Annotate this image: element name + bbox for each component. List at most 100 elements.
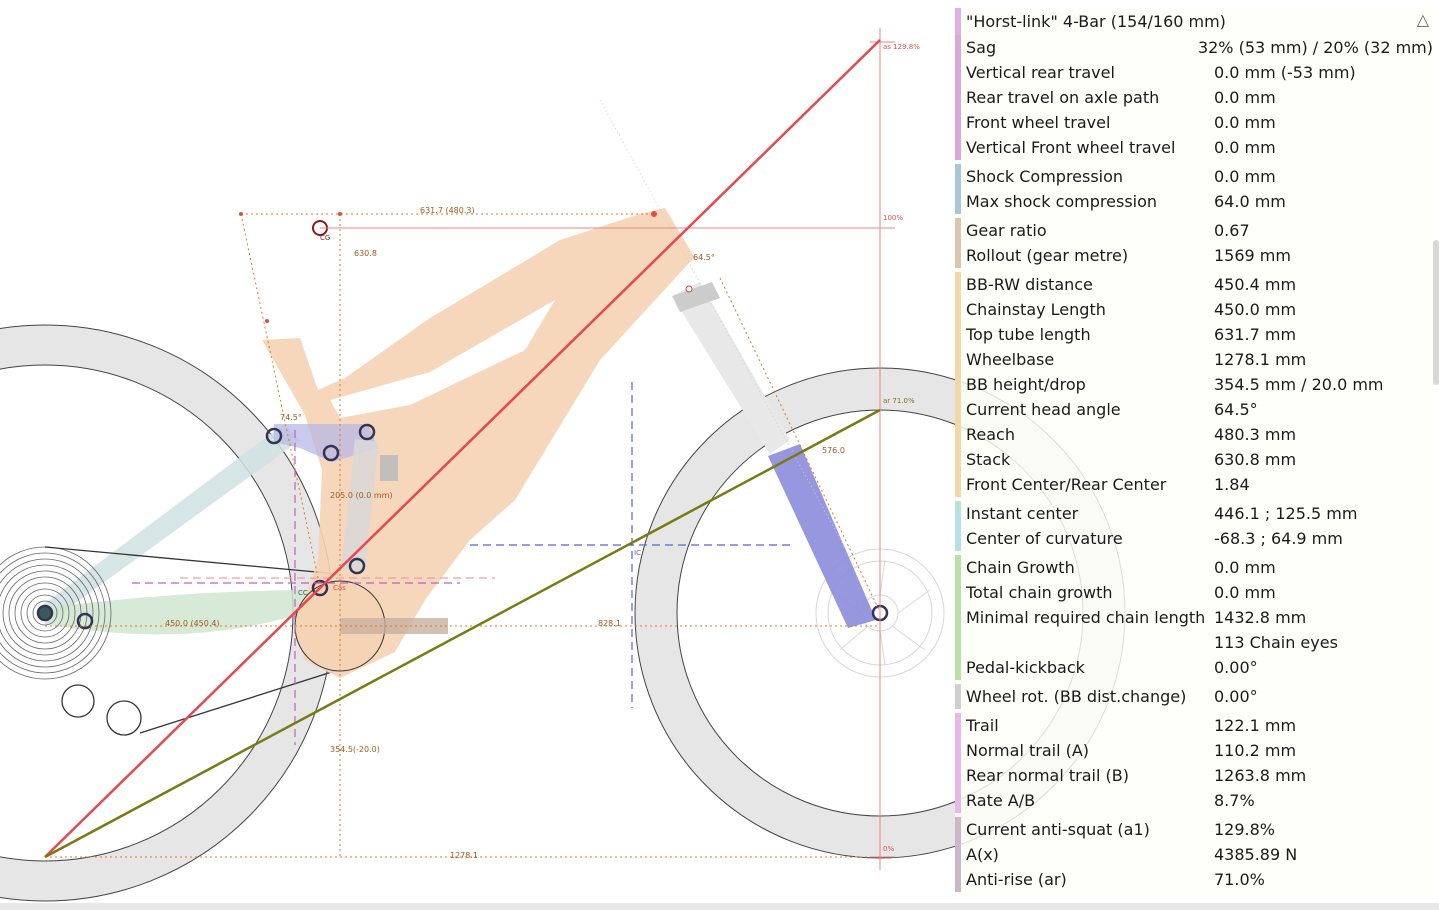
info-row: Rear normal trail (B)1263.8 mm [966,763,1433,788]
info-label: Minimal required chain length [966,608,1206,627]
chain-stay [45,590,324,635]
anti-rise-marker: ar 71.0% [883,397,915,405]
pivot-horst [76,612,94,630]
info-value: 110.2 mm [1214,741,1297,760]
info-value: 71.0% [1214,870,1265,889]
pivot-seatstay-rocker [265,427,283,445]
rear-axle [36,604,54,622]
info-label: Shock Compression [966,167,1124,186]
pivot-rocker-frame [322,444,340,462]
info-value: 446.1 ; 125.5 mm [1214,504,1358,523]
bb-height-dimension-label: 354.5(-20.0) [330,745,380,754]
cg-label: CG [320,234,330,242]
info-value: 1569 mm [1214,246,1291,265]
info-value: 0.00° [1214,658,1258,677]
group-color-bar [955,817,961,892]
info-value: 0.0 mm [1214,113,1276,132]
info-label: Center of curvature [966,529,1123,548]
info-value: 0.0 mm [1214,88,1276,107]
info-group: Sag 32% (53 mm) / 20% (32 mm) Vertical rea… [955,35,1433,160]
info-row: Rollout (gear metre) 1569 mm [966,243,1433,268]
group-color-bar [955,35,961,160]
info-label: Rollout (gear metre) [966,246,1129,265]
vertical-scrollbar-thumb[interactable] [1433,240,1439,385]
info-value: 0.0 mm [1214,583,1276,602]
group-color-bar [955,164,961,214]
info-value: 32% (53 mm) / 20% (32 mm) [1197,38,1433,57]
info-label: Chain Growth [966,558,1075,577]
info-value: 8.7% [1214,791,1255,810]
info-row: Max shock compression 64.0 mm [966,189,1433,214]
info-label: Trail [966,716,999,735]
info-value: 1432.8 mm [1214,608,1307,627]
info-label: Sag [966,38,997,57]
info-value: 1278.1 mm [1214,350,1307,369]
fork-length-label: 576.0 [822,446,845,455]
info-label: BB height/drop [966,375,1086,394]
anti-squat-line [44,39,881,858]
horizontal-scrollbar[interactable] [0,903,1439,910]
info-value: 480.3 mm [1214,425,1297,444]
pivot-rocker-shock [358,423,376,441]
info-label: Front Center/Rear Center [966,475,1167,494]
info-panel: "Horst-link" 4-Bar (154/160 mm) △ Sag 32%… [955,8,1433,898]
group-color-bar [955,713,961,813]
top-tube-dimension-label: 631.7 (480.3) [420,206,475,215]
info-value: 0.0 mm (-53 mm) [1214,63,1356,82]
info-row: Wheel rot. (BB dist.change)0.00° [966,684,1433,709]
pivot-shock-frame [348,557,366,575]
info-label: Stack [966,450,1011,469]
group-color-bar [955,272,961,497]
info-value: 122.1 mm [1214,716,1297,735]
info-row: A(x)4385.89 N [966,842,1433,867]
head-angle-label: 64.5° [693,253,715,262]
info-row: Pedal-kickback 0.00° [966,655,1433,680]
info-label: Reach [966,425,1015,444]
chevron-up-icon[interactable]: △ [1416,10,1429,29]
info-label: Max shock compression [966,192,1158,211]
info-row: Instant center 446.1 ; 125.5 mm [966,501,1433,526]
chain [44,546,339,736]
front-center-dimension-label: 828.1 [598,619,621,628]
info-label: Instant center [966,504,1079,523]
panel-header: "Horst-link" 4-Bar (154/160 mm) △ [955,8,1433,35]
info-label: Front wheel travel [966,113,1111,132]
info-label: Rate A/B [966,791,1036,810]
info-value: 450.4 mm [1214,275,1297,294]
panel-title: "Horst-link" 4-Bar (154/160 mm) [966,12,1226,31]
stack-dimension-label: 630.8 [354,249,377,258]
info-row: Front wheel travel 0.0 mm [966,110,1433,135]
info-value: 1.84 [1214,475,1250,494]
reference-lines [320,28,895,870]
info-label: Wheel rot. (BB dist.change) [966,687,1187,706]
info-row: Anti-rise (ar)71.0% [966,867,1433,892]
crank-arm [340,618,448,634]
shock-dimension-label: 205.0 (0.0 mm) [330,491,393,500]
info-row: Sag 32% (53 mm) / 20% (32 mm) [966,35,1433,60]
info-value: 64.0 mm [1214,192,1286,211]
info-row: Shock Compression 0.0 mm [966,164,1433,189]
group-color-bar [955,555,961,680]
info-row: Front Center/Rear Center 1.84 [966,472,1433,497]
info-value: 0.0 mm [1214,167,1276,186]
percent-0-marker: 0% [883,845,894,853]
ic-label: IC [634,549,641,557]
info-row: Reach 480.3 mm [966,422,1433,447]
center-lines [132,382,795,745]
pivots[interactable] [36,423,889,630]
info-label: Pedal-kickback [966,658,1085,677]
info-label: Current anti-squat (a1) [966,820,1150,839]
